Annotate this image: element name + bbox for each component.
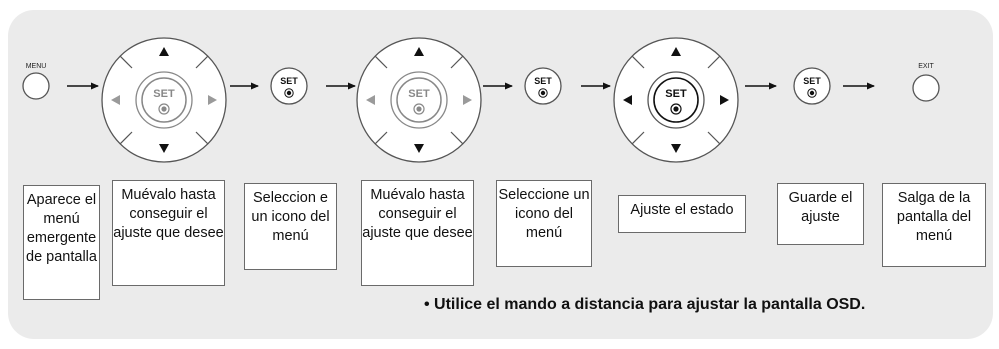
step-box-2: Muévalo hasta conseguir el ajuste que de… (112, 180, 225, 286)
step-box-1: Aparece el menú emergente de pantalla (23, 185, 100, 300)
menu-button-icon: MENU (22, 63, 50, 100)
exit-button-caption: EXIT (918, 63, 934, 70)
step-box-8: Salga de la pantalla del menú (882, 183, 986, 267)
step-box-5: Seleccione un icono del menú (496, 180, 592, 267)
menu-button-caption: MENU (26, 63, 47, 70)
set-button-icon-2: SET (524, 67, 562, 105)
step-box-7: Guarde el ajuste (777, 183, 864, 245)
set-button-icon-3: SET (793, 67, 831, 105)
dpad-up-down-icon: SET (101, 37, 227, 163)
set-button-3-label: SET (803, 76, 821, 86)
step-box-6: Ajuste el estado (618, 195, 746, 233)
exit-button-icon: EXIT (912, 63, 940, 102)
remote-control-note: • Utilice el mando a distancia para ajus… (424, 296, 866, 313)
step-box-4: Muévalo hasta conseguir el ajuste que de… (361, 180, 474, 286)
set-button-icon-1: SET (270, 67, 308, 105)
dpad-all-directions-icon: SET (613, 37, 739, 163)
dpad-up-down-icon-2: SET (356, 37, 482, 163)
set-button-2-label: SET (534, 76, 552, 86)
step-box-3: Seleccion e un icono del menú (244, 183, 337, 270)
dpad3-set-label: SET (665, 88, 687, 100)
dpad2-set-label: SET (408, 88, 430, 100)
set-button-1-label: SET (280, 76, 298, 86)
dpad1-set-label: SET (153, 88, 175, 100)
